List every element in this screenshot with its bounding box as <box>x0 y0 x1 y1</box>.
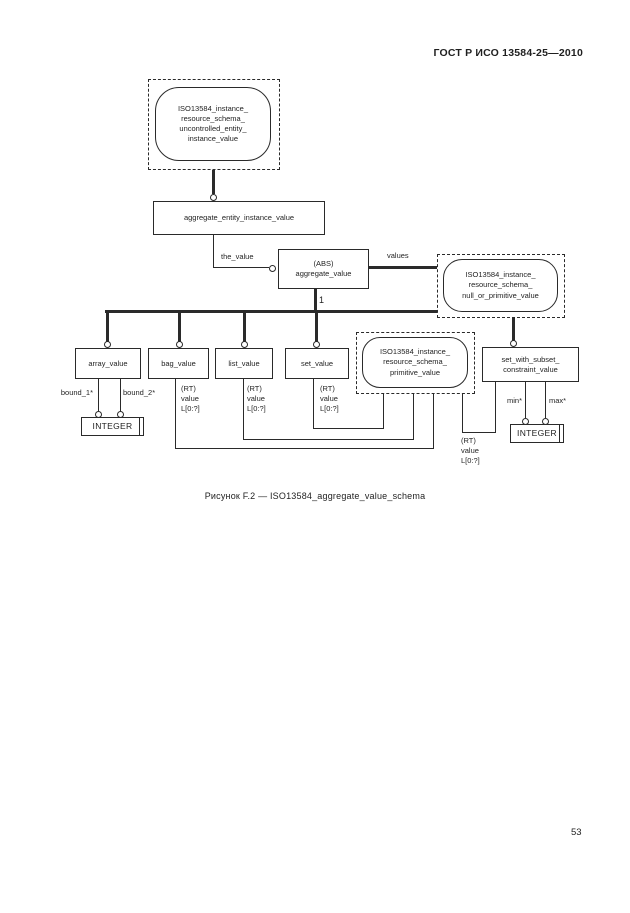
line-bag-value-down <box>174 377 176 449</box>
line-null-to-subset <box>511 316 515 341</box>
circle-array-top <box>104 341 111 348</box>
ref-box-primitive-value: ISO13584_instance_ resource_schema_ prim… <box>362 337 468 388</box>
line-subtype-stem <box>313 288 317 310</box>
label-rt-value-subset: (RT) value L[0:?] <box>461 436 480 466</box>
page-header: ГОСТ Р ИСО 13584-25—2010 <box>433 47 583 59</box>
line-branch-array <box>106 312 109 342</box>
circle-bound2 <box>116 410 124 418</box>
line-values <box>367 266 437 269</box>
line-list-value-up <box>412 392 414 440</box>
integer-label: INTEGER <box>92 420 133 431</box>
line-branch-list <box>242 312 246 342</box>
entity-box-array-value: array_value <box>75 348 141 379</box>
line-uncontrolled-to-aei <box>211 168 215 194</box>
circle-set-top <box>312 341 320 348</box>
label-rt-value-bag: (RT) value L[0:?] <box>181 384 200 414</box>
circle-bag-top <box>175 341 183 348</box>
label-values: values <box>387 251 409 260</box>
line-list-value-across <box>242 439 414 440</box>
type-box-integer-minmax: INTEGER <box>510 424 564 443</box>
entity-box-aggregate-value: (ABS) aggregate_value <box>278 249 369 289</box>
ref-box-uncontrolled-entity-instance-value: ISO13584_instance_ resource_schema_ unco… <box>155 87 271 161</box>
figure-caption: Рисунок F.2 — ISO13584_aggregate_value_s… <box>204 491 426 501</box>
line-subset-value-across <box>462 432 495 433</box>
line-max <box>544 380 546 418</box>
line-list-value-down <box>242 377 244 440</box>
label-min: min* <box>506 396 522 405</box>
line-set-value-across <box>312 428 384 429</box>
entity-box-list-value: list_value <box>215 348 273 379</box>
circle-subset-top <box>509 340 517 347</box>
label-rt-value-set: (RT) value L[0:?] <box>320 384 339 414</box>
circle-list-top <box>240 341 248 348</box>
line-the-value-horizontal <box>213 267 269 268</box>
entity-box-set-value: set_value <box>285 348 349 379</box>
line-bound2 <box>119 377 121 411</box>
label-bound2: bound_2* <box>123 388 156 397</box>
type-box-integer-bounds: INTEGER <box>81 417 144 436</box>
line-branch-bag <box>177 312 181 342</box>
circle-aei-top <box>209 193 217 201</box>
label-the-value: the_value <box>221 252 254 261</box>
circle-min <box>521 417 529 425</box>
line-branch-set <box>314 312 318 342</box>
line-set-value-down <box>312 377 314 429</box>
label-oneof: 1 <box>319 295 325 305</box>
line-set-value-up <box>382 392 384 429</box>
simple-type-bar <box>559 425 560 442</box>
line-bound1 <box>97 377 99 411</box>
entity-box-bag-value: bag_value <box>148 348 209 379</box>
integer-label: INTEGER <box>517 427 557 438</box>
entity-box-aggregate-entity-instance-value: aggregate_entity_instance_value <box>153 201 325 235</box>
label-max: max* <box>549 396 567 405</box>
circle-max <box>541 417 549 425</box>
label-rt-value-list: (RT) value L[0:?] <box>247 384 266 414</box>
page-number: 53 <box>571 827 582 838</box>
line-min <box>524 380 526 418</box>
entity-box-set-with-subset-constraint-value: set_with_subset_ constraint_value <box>482 347 579 382</box>
line-the-value-vertical <box>212 234 214 268</box>
line-bag-value-up <box>432 392 434 449</box>
simple-type-bar <box>139 418 140 435</box>
circle-the-value <box>268 264 276 272</box>
line-bag-value-across <box>174 448 434 449</box>
line-subtype-branch <box>105 309 460 313</box>
ref-box-null-or-primitive-value: ISO13584_instance_ resource_schema_ null… <box>443 259 558 312</box>
circle-bound1 <box>94 410 102 418</box>
label-bound1: bound_1* <box>60 388 93 397</box>
line-subset-value-down <box>494 380 496 433</box>
line-subset-value-up <box>461 392 463 433</box>
